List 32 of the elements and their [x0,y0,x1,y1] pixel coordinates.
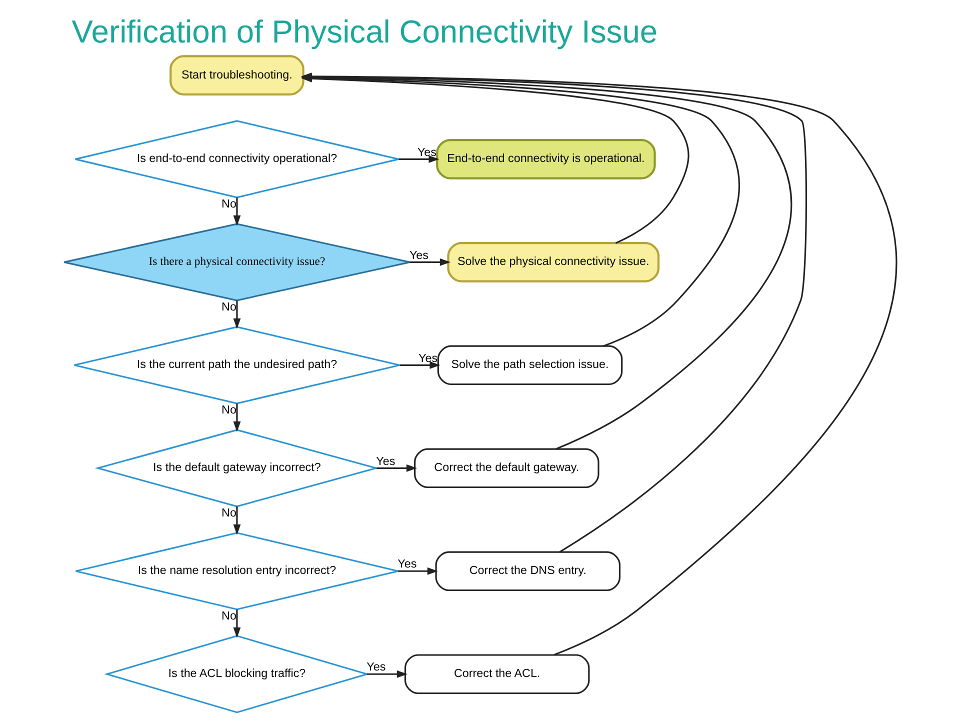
edge-label: Yes [408,248,428,262]
arrow [232,198,240,226]
node-diamond: Is there a physical connectivity issue? [62,223,410,302]
node-diamond: Is the current path the undesired path? [73,326,400,404]
node-box: Start troubleshooting. [169,55,304,96]
arrow [232,300,240,330]
edge-label: Yes [416,146,436,159]
edge-label: No [221,403,236,416]
arrow [399,361,440,369]
edge-label: Yes [397,558,416,571]
diagram-title: Verification of Physical Connectivity Issue [71,13,658,50]
node-box: Correct the DNS entry. [434,551,620,592]
edge-label: No [221,197,236,210]
arrow [398,567,438,575]
arrow [232,403,240,432]
node-box: Correct the default gateway. [414,448,599,488]
node-box: Solve the path selection issue. [436,345,622,386]
arrow [232,609,240,638]
node-box: Solve the physical connectivity issue. [446,242,660,282]
node-diamond: Is end-to-end connectivity operational? [74,120,399,198]
arrow [232,506,240,536]
arrow [409,258,450,266]
edge-label: No [221,300,236,314]
edge-label: No [221,506,236,520]
node-box: End-to-end connectivity is operational. [436,139,656,180]
arrow [366,670,408,678]
arrow [376,464,417,472]
arrow [398,155,439,163]
node-diamond: Is the name resolution entry incorrect? [74,532,398,610]
edge-label: No [221,609,236,622]
edge-label: Yes [418,352,438,365]
node-box: Correct the ACL. [404,654,590,694]
